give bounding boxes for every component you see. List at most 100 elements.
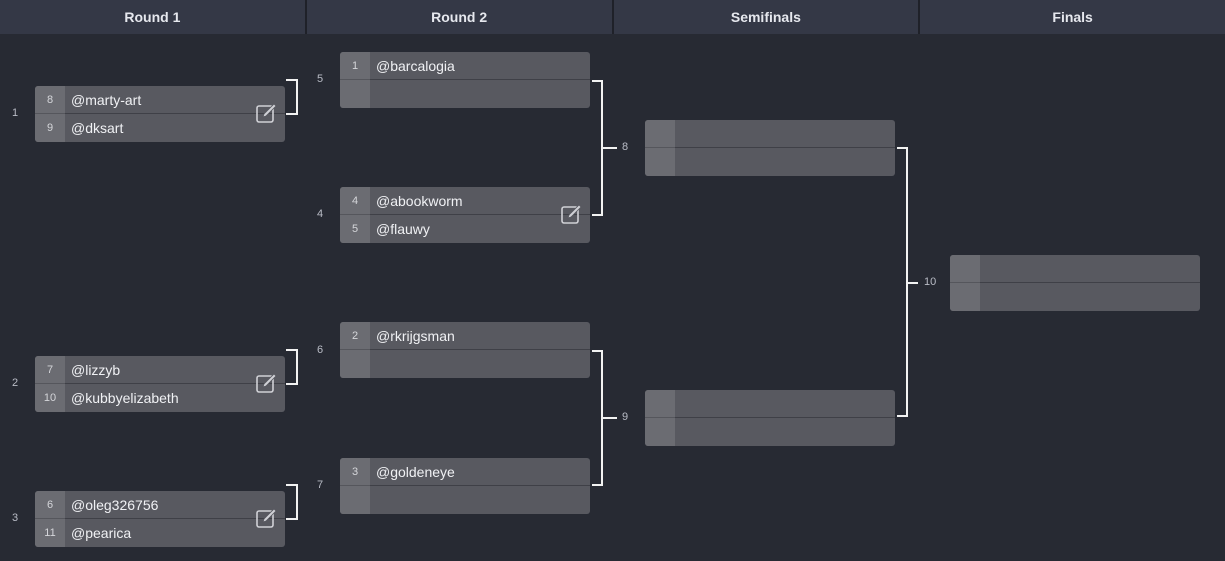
round-header-round-2: Round 2 <box>306 0 612 34</box>
connector-matches-8-9-to-10 <box>897 147 908 417</box>
match-6-bottom-slot[interactable] <box>340 350 590 378</box>
match-9-bottom-slot[interactable] <box>645 418 895 446</box>
match-6[interactable]: 2 @rkrijgsman <box>340 322 590 378</box>
round-header-bar: Round 1 Round 2 Semifinals Finals <box>0 0 1225 34</box>
match-2[interactable]: 7 @lizzyb 10 @kubbyelizabeth <box>35 356 285 412</box>
seed-number <box>645 390 675 418</box>
round-header-finals: Finals <box>920 0 1225 34</box>
seed-number <box>645 148 675 176</box>
participant-name: @goldeneye <box>376 464 455 480</box>
edit-score-icon[interactable] <box>255 506 279 530</box>
match-number-6: 6 <box>317 344 324 356</box>
match-8-top-slot[interactable] <box>645 120 895 148</box>
slot-divider <box>980 282 1200 283</box>
slot-divider <box>65 383 285 384</box>
match-1-bottom-slot[interactable]: 9 @dksart <box>35 114 285 142</box>
seed-number: 8 <box>35 86 65 114</box>
slot-divider <box>370 79 590 80</box>
edit-score-icon[interactable] <box>255 101 279 125</box>
seed-number <box>340 80 370 108</box>
match-10[interactable] <box>950 255 1200 311</box>
round-header-semifinals: Semifinals <box>613 0 919 34</box>
participant-name: @barcalogia <box>376 58 455 74</box>
match-7-top-slot[interactable]: 3 @goldeneye <box>340 458 590 486</box>
connector-stub-to-8 <box>603 147 617 149</box>
connector-matches-6-7-to-9 <box>592 350 603 486</box>
match-number-5: 5 <box>317 73 324 85</box>
seed-number: 9 <box>35 114 65 142</box>
match-9-top-slot[interactable] <box>645 390 895 418</box>
participant-name: @abookworm <box>376 193 463 209</box>
participant-name: @pearica <box>71 525 132 541</box>
match-2-top-slot[interactable]: 7 @lizzyb <box>35 356 285 384</box>
match-number-7: 7 <box>317 479 324 491</box>
slot-divider <box>65 518 285 519</box>
match-number-1: 1 <box>12 107 19 119</box>
seed-number <box>340 350 370 378</box>
match-5[interactable]: 1 @barcalogia <box>340 52 590 108</box>
match-4[interactable]: 4 @abookworm 5 @flauwy <box>340 187 590 243</box>
participant-name: @dksart <box>71 120 124 136</box>
edit-score-icon[interactable] <box>560 202 584 226</box>
match-5-bottom-slot[interactable] <box>340 80 590 108</box>
seed-number <box>950 255 980 283</box>
match-4-bottom-slot[interactable]: 5 @flauwy <box>340 215 590 243</box>
round-header-round-1: Round 1 <box>0 0 305 34</box>
connector-matches-5-4-to-8 <box>592 80 603 216</box>
slot-divider <box>675 147 895 148</box>
participant-name: @rkrijgsman <box>376 328 455 344</box>
match-number-2: 2 <box>12 377 19 389</box>
match-4-top-slot[interactable]: 4 @abookworm <box>340 187 590 215</box>
connector-match-1-to-5 <box>286 79 298 115</box>
match-8-bottom-slot[interactable] <box>645 148 895 176</box>
edit-score-icon[interactable] <box>255 371 279 395</box>
participant-name: @kubbyelizabeth <box>71 390 179 406</box>
seed-number: 6 <box>35 491 65 519</box>
match-number-4: 4 <box>317 208 324 220</box>
connector-match-3-to-7 <box>286 484 298 520</box>
match-number-3: 3 <box>12 512 19 524</box>
participant-name: @lizzyb <box>71 362 121 378</box>
match-number-9: 9 <box>622 411 629 423</box>
seed-number: 2 <box>340 322 370 350</box>
match-1-top-slot[interactable]: 8 @marty-art <box>35 86 285 114</box>
match-7[interactable]: 3 @goldeneye <box>340 458 590 514</box>
seed-number: 5 <box>340 215 370 243</box>
match-6-top-slot[interactable]: 2 @rkrijgsman <box>340 322 590 350</box>
connector-stub-to-10 <box>908 282 918 284</box>
seed-number: 4 <box>340 187 370 215</box>
tournament-bracket: 1 2 3 4 5 6 7 8 9 10 8 @marty-art 9 @dks… <box>0 34 1225 561</box>
seed-number: 1 <box>340 52 370 80</box>
participant-name: @marty-art <box>71 92 142 108</box>
match-7-bottom-slot[interactable] <box>340 486 590 514</box>
match-3-top-slot[interactable]: 6 @oleg326756 <box>35 491 285 519</box>
slot-divider <box>65 113 285 114</box>
match-number-8: 8 <box>622 141 629 153</box>
participant-name: @flauwy <box>376 221 430 237</box>
seed-number: 10 <box>35 384 65 412</box>
seed-number: 11 <box>35 519 65 547</box>
slot-divider <box>370 485 590 486</box>
seed-number: 3 <box>340 458 370 486</box>
slot-divider <box>370 349 590 350</box>
match-10-top-slot[interactable] <box>950 255 1200 283</box>
match-3[interactable]: 6 @oleg326756 11 @pearica <box>35 491 285 547</box>
match-8[interactable] <box>645 120 895 176</box>
seed-number <box>950 283 980 311</box>
match-1[interactable]: 8 @marty-art 9 @dksart <box>35 86 285 142</box>
slot-divider <box>370 214 590 215</box>
match-3-bottom-slot[interactable]: 11 @pearica <box>35 519 285 547</box>
match-5-top-slot[interactable]: 1 @barcalogia <box>340 52 590 80</box>
seed-number <box>340 486 370 514</box>
connector-match-2-to-6 <box>286 349 298 385</box>
match-9[interactable] <box>645 390 895 446</box>
connector-stub-to-9 <box>603 417 617 419</box>
slot-divider <box>675 417 895 418</box>
seed-number <box>645 120 675 148</box>
seed-number <box>645 418 675 446</box>
match-number-10: 10 <box>924 276 937 288</box>
match-10-bottom-slot[interactable] <box>950 283 1200 311</box>
match-2-bottom-slot[interactable]: 10 @kubbyelizabeth <box>35 384 285 412</box>
participant-name: @oleg326756 <box>71 497 159 513</box>
seed-number: 7 <box>35 356 65 384</box>
